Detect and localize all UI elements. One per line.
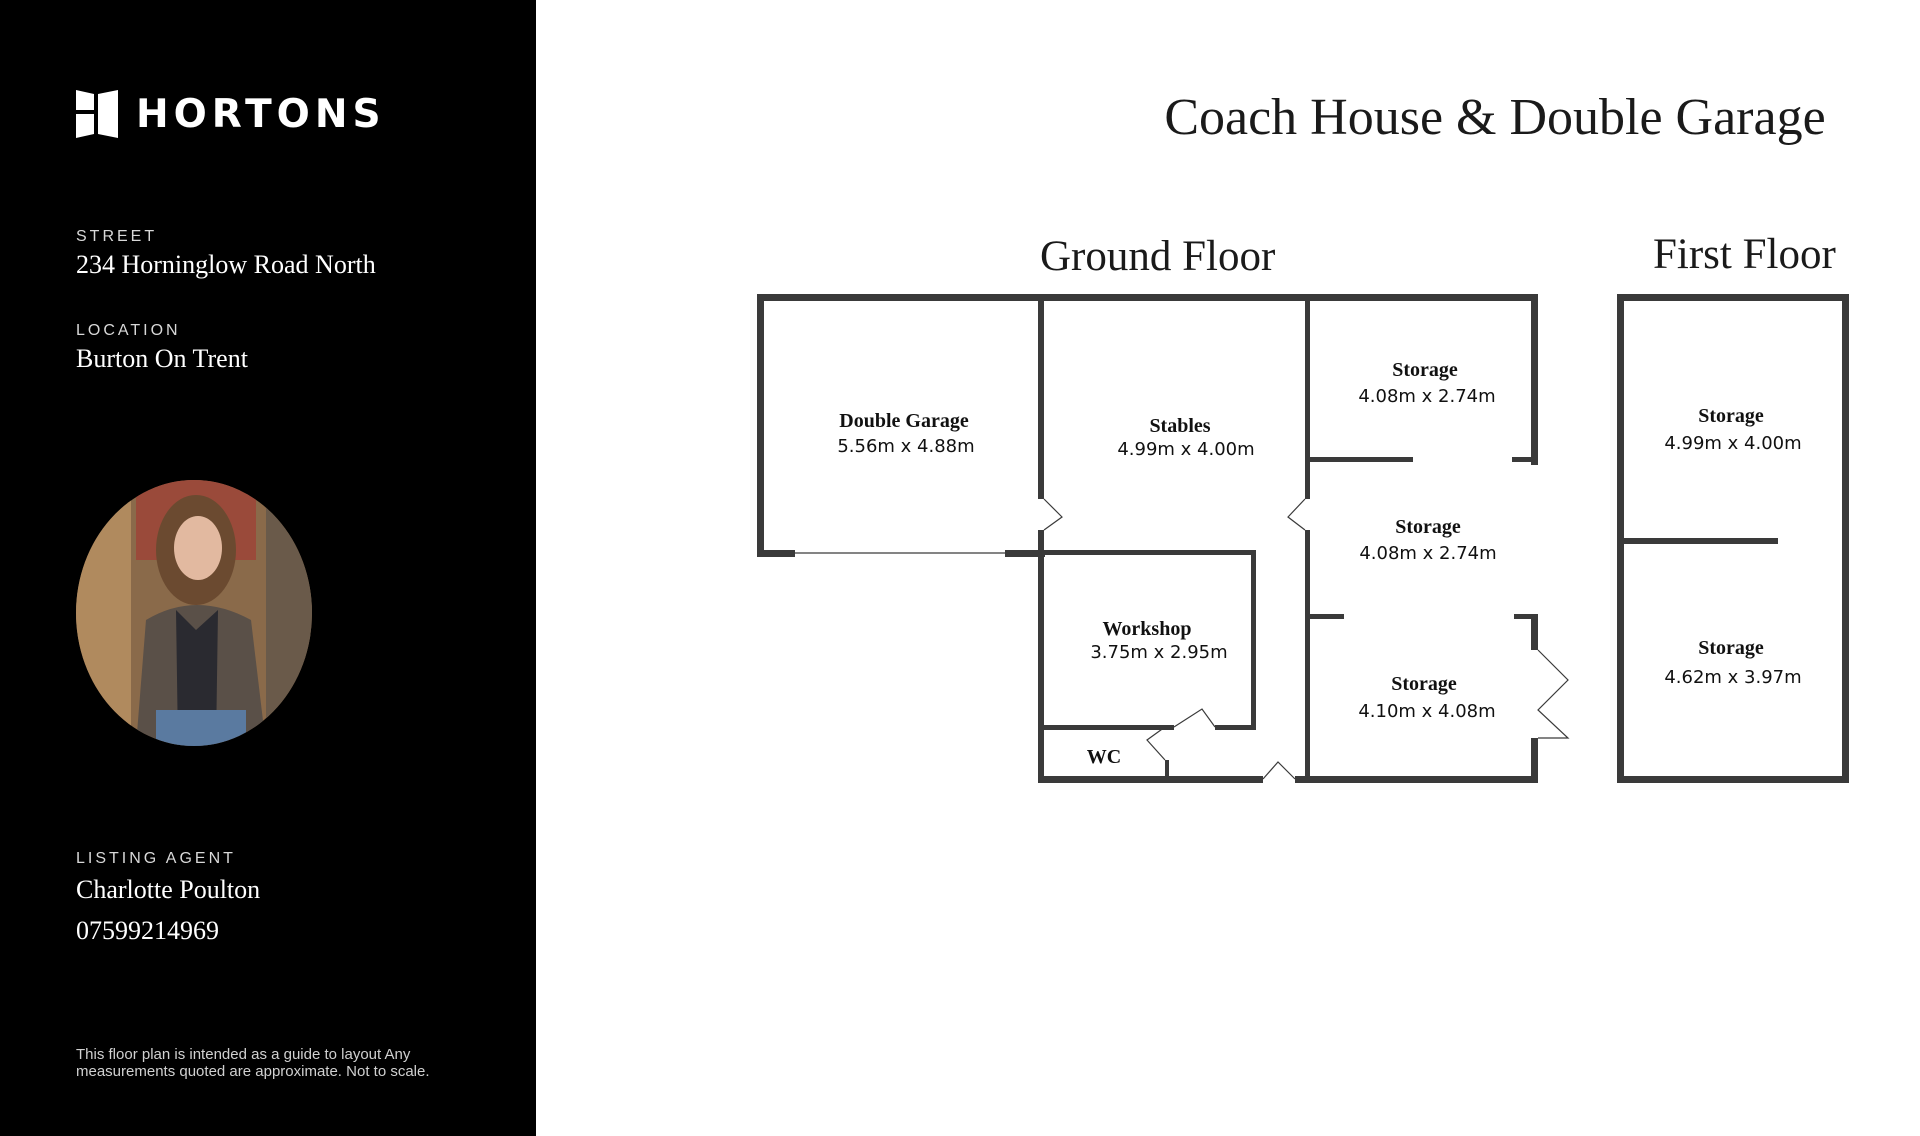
disclaimer-text: This floor plan is intended as a guide t… xyxy=(76,1046,430,1080)
sidebar: HORTONS STREET 234 Horninglow Road North… xyxy=(0,0,536,1136)
brand-name: HORTONS xyxy=(136,91,386,137)
room-double-garage-dims: 5.56m x 4.88m xyxy=(837,436,974,457)
street-label: STREET xyxy=(76,228,158,245)
page-title: Coach House & Double Garage xyxy=(1164,89,1826,146)
room-ff-storage-1-dims: 4.99m x 4.00m xyxy=(1664,433,1801,454)
walls xyxy=(757,294,1849,783)
room-storage-3-name: Storage xyxy=(1391,673,1457,695)
room-ff-storage-1-name: Storage xyxy=(1698,405,1764,427)
room-wc-name: WC xyxy=(1087,746,1121,768)
street-value: 234 Horninglow Road North xyxy=(76,250,376,279)
brand-logo[interactable]: HORTONS xyxy=(76,90,386,138)
room-storage-3-dims: 4.10m x 4.08m xyxy=(1358,701,1495,722)
room-stables-name: Stables xyxy=(1149,415,1210,437)
room-storage-1-dims: 4.08m x 2.74m xyxy=(1358,386,1495,407)
first-floor-label: First Floor xyxy=(1653,231,1836,278)
room-ff-storage-2-name: Storage xyxy=(1698,637,1764,659)
room-stables-dims: 4.99m x 4.00m xyxy=(1117,439,1254,460)
room-storage-1-name: Storage xyxy=(1392,359,1458,381)
ground-floor-label: Ground Floor xyxy=(1040,233,1276,280)
room-storage-2-dims: 4.08m x 2.74m xyxy=(1359,543,1496,564)
room-workshop-dims: 3.75m x 2.95m xyxy=(1090,642,1227,663)
hortons-logo-icon xyxy=(76,90,118,138)
agent-label: LISTING AGENT xyxy=(76,850,236,867)
agent-phone[interactable]: 07599214969 xyxy=(76,916,219,945)
room-double-garage-name: Double Garage xyxy=(839,410,969,432)
doors xyxy=(795,498,1570,780)
location-value: Burton On Trent xyxy=(76,344,248,373)
room-labels: Double Garage 5.56m x 4.88m Stables 4.99… xyxy=(837,359,1801,768)
location-label: LOCATION xyxy=(76,322,181,339)
room-ff-storage-2-dims: 4.62m x 3.97m xyxy=(1664,667,1801,688)
room-storage-2-name: Storage xyxy=(1395,516,1461,538)
room-workshop-name: Workshop xyxy=(1103,618,1192,640)
agent-name: Charlotte Poulton xyxy=(76,875,261,904)
